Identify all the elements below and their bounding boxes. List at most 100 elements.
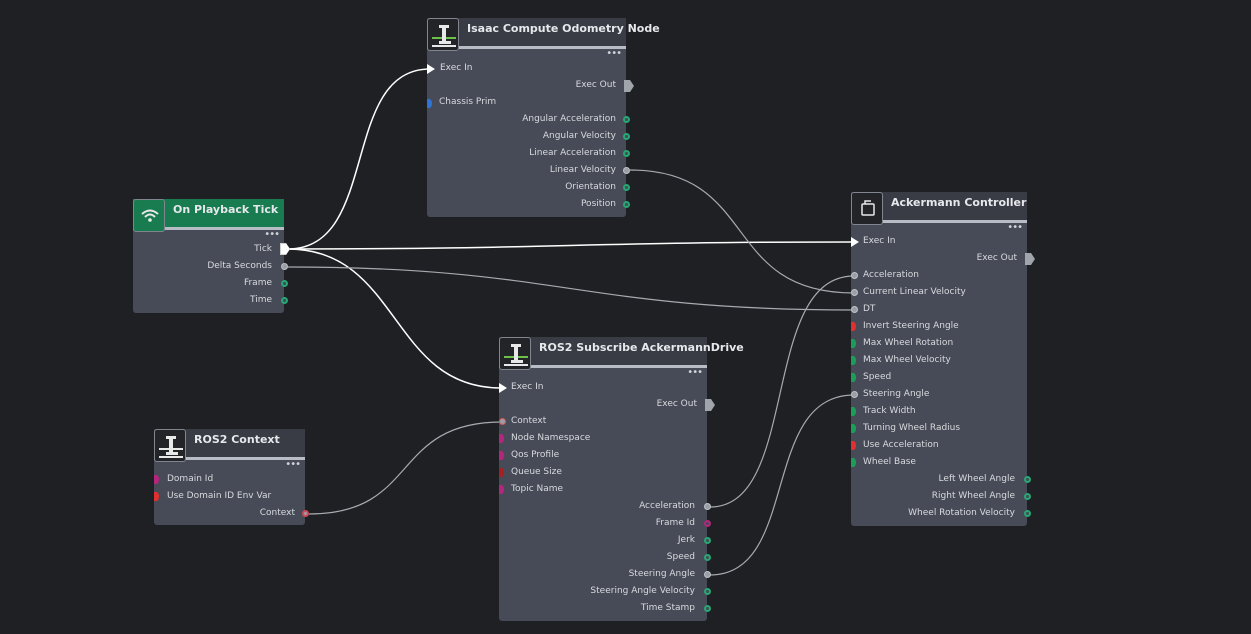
odometry-out-pin[interactable] [623, 116, 630, 123]
subscribe-in-pin[interactable] [499, 451, 504, 460]
ackermann-in-label: Invert Steering Angle [863, 321, 959, 331]
subscribe-out-pin[interactable] [704, 588, 711, 595]
odometry-out-pin[interactable] [623, 201, 630, 208]
ackermann-in-pin[interactable] [851, 407, 856, 416]
ackermann-out-label: Left Wheel Angle [938, 474, 1015, 484]
odometry-node-title: Isaac Compute Odometry Node [467, 22, 660, 35]
odometry-node[interactable]: Isaac Compute Odometry Node ••• Exec In … [427, 18, 660, 217]
playback-time-pin[interactable] [281, 297, 288, 304]
wire-delta-to-dt [287, 266, 855, 311]
wire-tick-to-subscribe-exec [287, 248, 502, 389]
subscribe-out-pin[interactable] [704, 605, 711, 612]
ackermann-in-pin[interactable] [851, 458, 856, 467]
odometry-exec-in-pin[interactable] [427, 64, 435, 74]
playback-tick-pin[interactable] [280, 243, 290, 255]
ackermann-in-pin[interactable] [851, 306, 858, 313]
subscribe-in-pin[interactable] [499, 468, 504, 477]
subscribe-out-label: Steering Angle Velocity [590, 586, 695, 596]
wire-context-to-subscribe [308, 421, 503, 515]
ros2-context-menu[interactable]: ••• [285, 459, 301, 470]
ackermann-exec-out-pin[interactable] [1025, 253, 1035, 265]
subscribe-node-menu[interactable]: ••• [687, 367, 703, 378]
subscribe-out-label: Jerk [677, 535, 695, 545]
odometry-node-header[interactable]: Isaac Compute Odometry Node [427, 18, 660, 49]
wifi-signal-icon [133, 199, 165, 232]
odometry-exec-out-label: Exec Out [575, 80, 616, 90]
subscribe-out-pin[interactable] [704, 503, 711, 510]
subscribe-node[interactable]: ROS2 Subscribe AckermannDrive ••• Exec I… [499, 337, 744, 621]
odometry-out-pin[interactable] [623, 150, 630, 157]
ackermann-icon [851, 192, 883, 225]
ackermann-exec-in-label: Exec In [863, 236, 896, 246]
odometry-node-menu[interactable]: ••• [606, 48, 622, 59]
ackermann-exec-in-pin[interactable] [851, 237, 859, 247]
odometry-out-label: Linear Velocity [549, 165, 616, 175]
ackermann-in-label: Max Wheel Rotation [863, 338, 954, 348]
ackermann-in-label: Speed [863, 372, 892, 382]
subscribe-out-pin[interactable] [704, 571, 711, 578]
ros2-context-in-label: Use Domain ID Env Var [167, 491, 272, 501]
ros2-context-node[interactable]: ROS2 Context ••• Domain Id Use Domain ID… [154, 429, 309, 525]
playback-tick-label: Tick [254, 244, 272, 254]
ackermann-in-pin[interactable] [851, 373, 856, 382]
ackermann-out-pin[interactable] [1024, 493, 1031, 500]
ackermann-in-pin[interactable] [851, 424, 856, 433]
playback-tick-menu[interactable]: ••• [264, 229, 280, 240]
ackermann-in-pin[interactable] [851, 289, 858, 296]
subscribe-out-label: Steering Angle [628, 569, 695, 579]
ackermann-in-label: Turning Wheel Radius [863, 423, 961, 433]
ackermann-in-pin[interactable] [851, 356, 856, 365]
ackermann-exec-out-label: Exec Out [976, 253, 1017, 263]
subscribe-exec-in-label: Exec In [511, 382, 544, 392]
subscribe-out-label: Acceleration [639, 501, 695, 511]
playback-delta-pin[interactable] [281, 263, 288, 270]
odometry-out-label: Position [580, 199, 616, 209]
subscribe-in-label: Topic Name [511, 484, 564, 494]
subscribe-in-pin[interactable] [499, 418, 506, 425]
subscribe-in-label: Qos Profile [511, 450, 560, 460]
ros2-context-in-pin[interactable] [154, 492, 159, 501]
wire-steer-to-steer [709, 394, 855, 576]
ackermann-in-label: Wheel Base [863, 457, 916, 467]
ackermann-out-pin[interactable] [1024, 510, 1031, 517]
ros2-context-in-pin[interactable] [154, 475, 159, 484]
subscribe-exec-in-pin[interactable] [499, 383, 507, 393]
subscribe-in-label: Queue Size [511, 467, 562, 477]
ros2-context-title: ROS2 Context [194, 433, 280, 446]
odometry-chassis-prim-pin[interactable] [427, 99, 432, 108]
subscribe-in-label: Context [511, 416, 547, 426]
odometry-out-pin[interactable] [623, 133, 630, 140]
subscribe-out-pin[interactable] [704, 520, 711, 527]
playback-frame-pin[interactable] [281, 280, 288, 287]
subscribe-in-pin[interactable] [499, 485, 504, 494]
ackermann-in-pin[interactable] [851, 339, 856, 348]
subscribe-exec-out-pin[interactable] [705, 399, 715, 411]
ackermann-in-pin[interactable] [851, 322, 856, 331]
odometry-exec-out-pin[interactable] [624, 80, 634, 92]
subscribe-in-pin[interactable] [499, 434, 504, 443]
ackermann-in-label: DT [863, 304, 876, 314]
ackermann-in-pin[interactable] [851, 441, 856, 450]
ackermann-node-menu[interactable]: ••• [1007, 222, 1023, 233]
playback-tick-node[interactable]: On Playback Tick ••• Tick Delta Seconds … [133, 199, 290, 313]
odometry-out-pin[interactable] [623, 184, 630, 191]
ackermann-node[interactable]: Ackermann Controller ••• Exec In Exec Ou… [851, 192, 1035, 526]
ackermann-in-label: Track Width [863, 406, 916, 416]
playback-time-label: Time [249, 295, 272, 305]
subscribe-out-pin[interactable] [704, 554, 711, 561]
ackermann-in-pin[interactable] [851, 391, 858, 398]
ackermann-in-pin[interactable] [851, 272, 858, 279]
ackermann-out-label: Right Wheel Angle [931, 491, 1015, 501]
ros2-context-out-pin[interactable] [302, 510, 309, 517]
odometry-out-pin[interactable] [623, 167, 630, 174]
subscribe-out-pin[interactable] [704, 537, 711, 544]
playback-delta-label: Delta Seconds [207, 261, 272, 271]
ackermann-in-label: Steering Angle [863, 389, 930, 399]
ackermann-out-label: Wheel Rotation Velocity [908, 508, 1015, 518]
ackermann-in-label: Max Wheel Velocity [863, 355, 951, 365]
subscribe-node-header[interactable]: ROS2 Subscribe AckermannDrive [499, 337, 744, 368]
subscribe-out-label: Speed [666, 552, 695, 562]
robot-arm-icon [427, 18, 459, 51]
ackermann-out-pin[interactable] [1024, 476, 1031, 483]
